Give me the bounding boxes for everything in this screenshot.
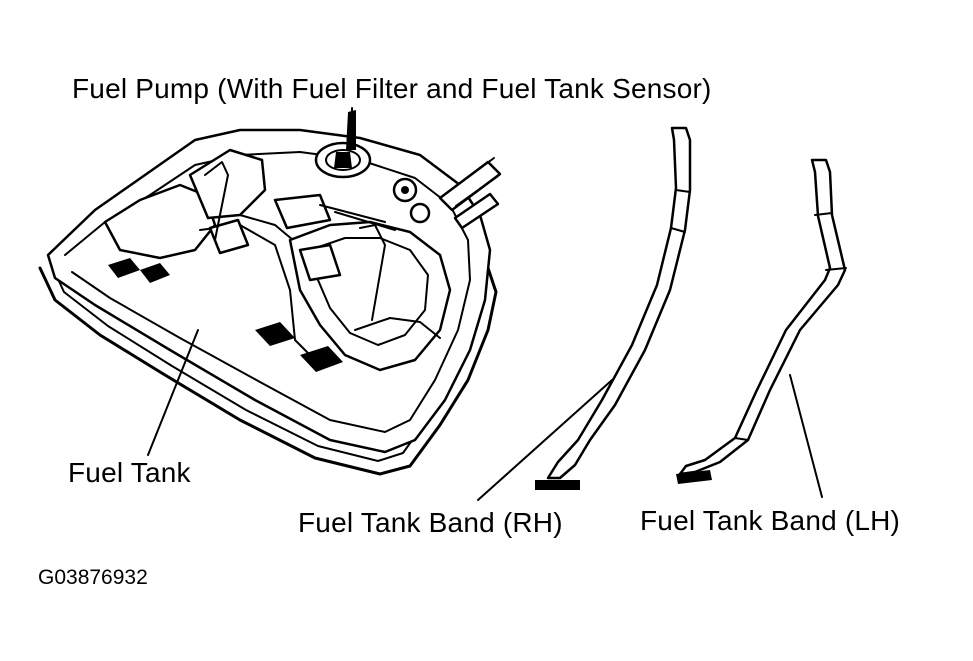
fuel-tank-band-rh-drawing [535,126,692,490]
leader-lines [147,107,823,501]
leader-band-lh [789,374,823,498]
figure-code: G03876932 [38,566,148,589]
label-fuel-tank-band-rh: Fuel Tank Band (RH) [298,507,563,538]
fuel-tank-drawing [38,110,502,476]
leader-fuel-tank [147,329,199,456]
fuel-tank-band-lh-drawing [676,158,847,484]
label-fuel-pump: Fuel Pump (With Fuel Filter and Fuel Tan… [72,73,712,104]
label-fuel-tank-band-lh: Fuel Tank Band (LH) [640,505,901,536]
label-fuel-tank: Fuel Tank [68,457,191,488]
leader-band-rh [477,379,613,501]
